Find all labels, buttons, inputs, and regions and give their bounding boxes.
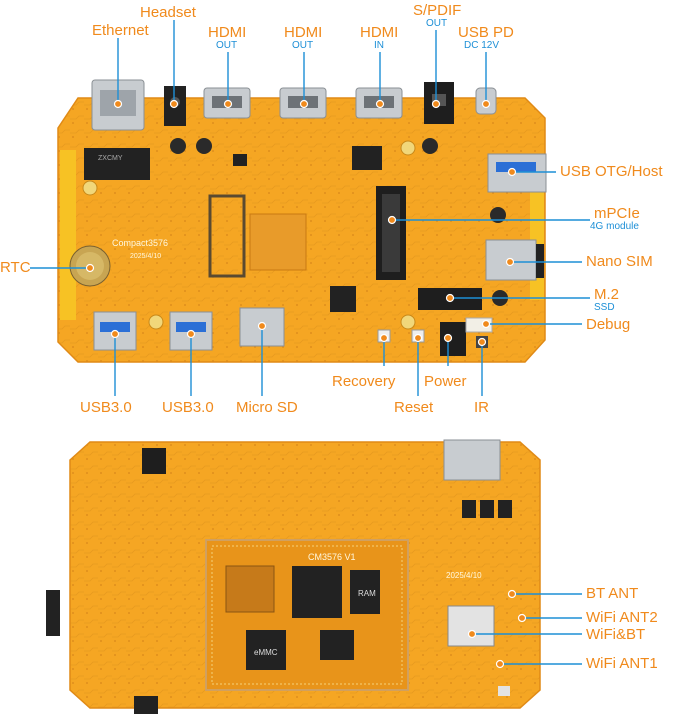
- ram-label: RAM: [358, 589, 376, 598]
- label-wifi-ant2: WiFi ANT2: [586, 609, 658, 626]
- label-ir: IR: [474, 399, 489, 416]
- core-module: [205, 539, 409, 691]
- capacitor: [196, 138, 212, 154]
- antenna-pad: [498, 686, 510, 696]
- sublabel-m2: SSD: [594, 302, 615, 313]
- emmc-chip: [246, 630, 286, 670]
- label-headset: Headset: [140, 4, 196, 21]
- label-micro-sd: Micro SD: [236, 399, 298, 416]
- pmic-chip: [320, 630, 354, 660]
- capacitor: [422, 138, 438, 154]
- module-connector-left: [208, 194, 246, 278]
- label-usb3-2: USB3.0: [162, 399, 214, 416]
- headset-jack-rear: [142, 448, 166, 474]
- top-board: ZXCMY Compact3576 2025/4/10: [57, 79, 547, 363]
- label-hdmi-out-1: HDMI: [208, 24, 247, 41]
- label-usb-pd: USB PD: [458, 24, 514, 41]
- label-usb3-1: USB3.0: [80, 399, 132, 416]
- label-hdmi-out-2: HDMI: [284, 24, 323, 41]
- leader-dots: [85, 99, 527, 669]
- mount-hole: [400, 140, 416, 156]
- leader-lines: [30, 20, 590, 665]
- inductor-row: [462, 500, 512, 518]
- label-recovery: Recovery: [332, 373, 396, 390]
- sublabel-spdif: OUT: [426, 18, 448, 29]
- soc-area: [249, 213, 307, 271]
- bottom-board: CM3576 V1 RAM eMMC 2025/4/10: [46, 439, 541, 714]
- mpcie-slot: [376, 186, 406, 280]
- label-reset: Reset: [394, 399, 434, 416]
- mount-hole: [82, 180, 98, 196]
- label-hdmi-in: HDMI: [360, 24, 399, 41]
- power-button: [440, 322, 466, 356]
- mount-hole: [148, 314, 164, 330]
- label-rtc: RTC: [0, 259, 31, 276]
- label-wifi-bt: WiFi&BT: [586, 626, 646, 643]
- capacitor: [490, 207, 506, 223]
- soc-chip: [225, 565, 275, 613]
- sublabel-hdmi-in: IN: [374, 40, 384, 51]
- label-usb-otg: USB OTG/Host: [560, 163, 663, 180]
- bottom-silkscreen-date: 2025/4/10: [446, 571, 482, 580]
- sublabel-hdmi-out-1: OUT: [216, 40, 238, 51]
- emmc-label: eMMC: [254, 648, 278, 657]
- silkscreen-date: 2025/4/10: [130, 253, 161, 260]
- label-bt-ant: BT ANT: [586, 585, 639, 602]
- label-spdif: S/PDIF: [413, 2, 462, 19]
- sublabel-mpcie: 4G module: [590, 221, 639, 232]
- label-wifi-ant1: WiFi ANT1: [586, 655, 658, 672]
- silkscreen-model: Compact3576: [112, 238, 168, 248]
- core-silkscreen-model: CM3576 V1: [308, 552, 356, 562]
- ic-chip: [233, 154, 247, 166]
- label-m2: M.2: [594, 286, 620, 303]
- bottom-connector: [134, 696, 158, 714]
- capacitor: [170, 138, 186, 154]
- ram-chip-2: [350, 570, 380, 614]
- ethernet-rear: [443, 439, 501, 481]
- transformer-chip: [84, 148, 150, 180]
- label-mpcie: mPCIe: [594, 205, 640, 222]
- side-connector: [46, 590, 60, 636]
- left-rail: [60, 150, 76, 320]
- wifi-bt-module: [447, 605, 495, 647]
- label-nano-sim: Nano SIM: [586, 253, 653, 270]
- label-debug: Debug: [586, 316, 631, 333]
- nano-sim-slot: [485, 239, 544, 281]
- ram-chip-1: [292, 566, 342, 618]
- sublabel-usb-pd: DC 12V: [464, 40, 500, 51]
- usb-otg-port: [487, 153, 547, 193]
- ic-chip: [352, 146, 382, 170]
- chip-text-1: ZXCMY: [98, 155, 123, 162]
- ic-chip: [330, 286, 356, 312]
- sublabel-hdmi-out-2: OUT: [292, 40, 314, 51]
- label-ethernet: Ethernet: [92, 22, 149, 39]
- label-power: Power: [424, 373, 467, 390]
- mount-hole: [400, 314, 416, 330]
